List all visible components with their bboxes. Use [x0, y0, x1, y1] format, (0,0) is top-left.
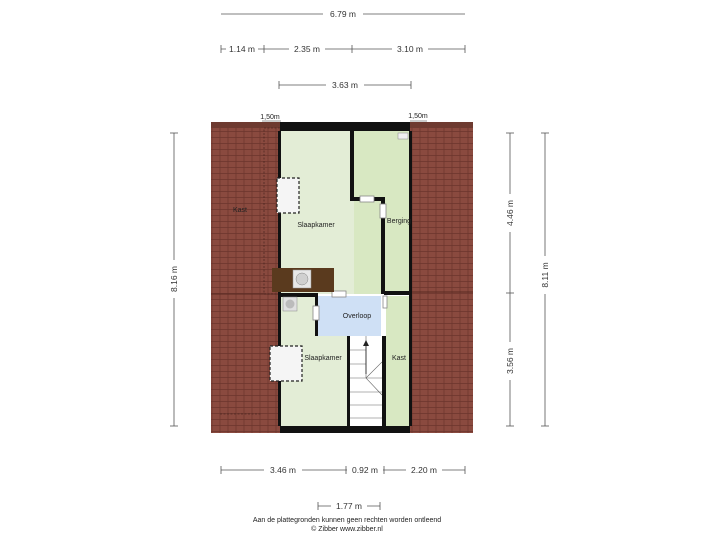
dimension-bottom-segments: 3.46 m 0.92 m 2.20 m	[220, 464, 466, 476]
sink-icon	[295, 272, 309, 286]
room-overloop	[318, 296, 381, 336]
dim-left-total-label: 8.16 m	[169, 266, 179, 292]
dimension-top-inner: 3.63 m	[278, 79, 412, 91]
room-label-slaapkamer-bottom: Slaapkamer	[304, 355, 342, 362]
washbasin-icon	[282, 296, 298, 312]
dim-bottom-right-label: 2.20 m	[411, 465, 437, 475]
dimension-right-total: 8.11 m	[539, 132, 551, 427]
room-label-berging: Berging	[387, 218, 411, 225]
room-label-kast-left: Kast	[233, 207, 247, 214]
dim-bottom-stair-label: 1.77 m	[336, 501, 362, 511]
dimension-left-total: 8.16 m	[168, 132, 180, 427]
dimension-bottom-stair: 1.77 m	[317, 500, 381, 512]
door-marks	[312, 195, 388, 321]
room-label-kast-right: Kast	[392, 355, 406, 362]
dim-top-total-label: 6.79 m	[330, 9, 356, 19]
footer-copyright: © Zibber www.zibber.nl	[311, 525, 383, 533]
room-label-slaapkamer-top: Slaapkamer	[297, 222, 335, 229]
footer-disclaimer: Aan de plattegronden kunnen geen rechten…	[253, 517, 441, 524]
dim-top-inner-label: 3.63 m	[332, 80, 358, 90]
skylight-top	[276, 177, 300, 214]
skylight-bottom	[269, 345, 303, 382]
dim-right-lower-label: 3.56 m	[505, 348, 515, 374]
dim-bottom-left-label: 3.46 m	[270, 465, 296, 475]
dim-right-upper-label: 4.46 m	[505, 200, 515, 226]
dimension-right-segments: 4.46 m 3.56 m	[504, 132, 516, 427]
fixture-icon	[397, 132, 409, 140]
dimension-top-segments: 1.14 m 2.35 m 3.10 m	[220, 43, 466, 55]
stair-arrow-icon	[363, 340, 369, 346]
stairwell	[349, 336, 383, 426]
roof-right-dim-label: 1,50m	[408, 113, 428, 120]
roof-right	[410, 122, 473, 433]
dim-top-right-label: 3.10 m	[397, 44, 423, 54]
dimension-top-total: 6.79 m	[221, 8, 465, 20]
dim-top-mid-label: 2.35 m	[294, 44, 320, 54]
dim-right-total-label: 8.11 m	[540, 262, 550, 287]
room-kast-right	[386, 296, 410, 426]
roof-left-dim-label: 1,50m	[260, 114, 280, 121]
dim-bottom-mid-label: 0.92 m	[352, 465, 378, 475]
vanity-unit	[272, 268, 334, 292]
room-label-overloop: Overloop	[343, 313, 372, 320]
dim-top-left-label: 1.14 m	[229, 44, 255, 54]
